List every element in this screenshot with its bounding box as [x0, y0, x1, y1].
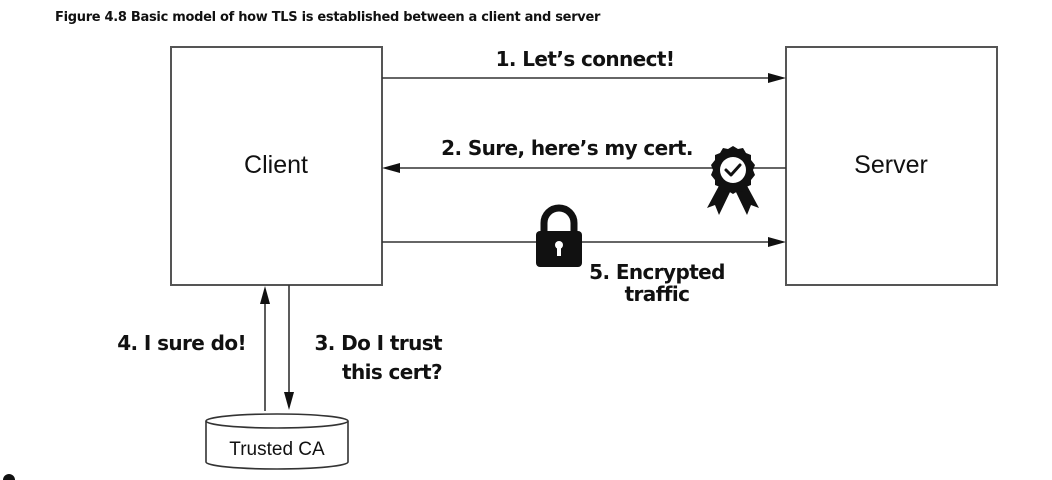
message-5: 5. Encrypted traffic [382, 204, 786, 306]
client-box [170, 46, 383, 286]
message-3: 3. Do I trust this cert? [284, 285, 444, 410]
database-cylinder-body [205, 421, 349, 470]
arrowhead-left-2 [382, 163, 400, 173]
figure-caption: Figure 4.8 Basic model of how TLS is est… [55, 10, 601, 25]
server-label: Server [854, 151, 928, 179]
client-node: Client [170, 46, 383, 286]
message-3-label-line-2: this cert? [342, 360, 442, 384]
server-box [785, 46, 998, 286]
message-1: 1. Let’s connect! [382, 47, 786, 83]
certificate-badge-icon [707, 146, 759, 215]
message-4-label: 4. I sure do! [117, 331, 246, 355]
padlock-icon [536, 204, 582, 267]
arrowhead-right-5 [768, 237, 786, 247]
message-2-label: 2. Sure, here’s my cert. [441, 136, 693, 160]
message-5-label-line-2: traffic [625, 282, 690, 306]
server-node: Server [785, 46, 998, 286]
message-3-label-line-1: 3. Do I trust [314, 331, 443, 355]
message-5-label-line-1: 5. Encrypted [589, 260, 725, 284]
message-2: 2. Sure, here’s my cert. [382, 136, 786, 215]
client-label: Client [244, 151, 308, 179]
arrowhead-down-3 [284, 392, 294, 410]
bullet-dot [3, 474, 15, 480]
trusted-ca-node: Trusted CA [205, 413, 349, 470]
arrowhead-right-1 [768, 73, 786, 83]
message-4: 4. I sure do! [117, 286, 270, 411]
message-1-label: 1. Let’s connect! [496, 47, 675, 71]
database-cylinder-top [205, 413, 349, 429]
trusted-ca-label: Trusted CA [229, 439, 325, 460]
arrowhead-up-4 [260, 286, 270, 304]
